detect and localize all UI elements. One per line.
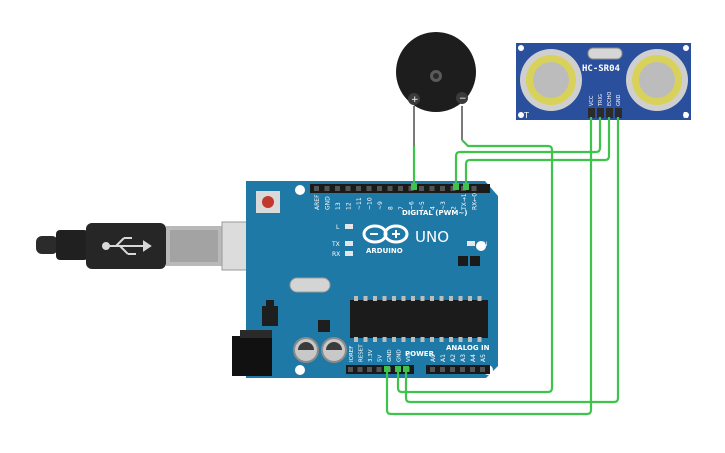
wire-vcc-to-5v	[385, 117, 593, 416]
digital-pin[interactable]	[398, 186, 403, 191]
analog-in-label: ANALOG IN	[446, 344, 490, 352]
led-on-label: ON	[478, 241, 487, 248]
capacitors	[293, 337, 347, 363]
atmega-chip	[350, 296, 488, 342]
analog-pin[interactable]	[470, 367, 475, 372]
sensor-pin-label: TRIG	[598, 94, 604, 107]
power-pin-label: 3.3V	[368, 349, 374, 362]
power-pin-label: 5V	[378, 355, 384, 362]
digital-pin-label: AREF	[314, 194, 321, 210]
analog-pin-label: A3	[460, 354, 467, 362]
wire-sensor-gnd-to-gnd	[404, 117, 620, 404]
digital-pin-label: RX←0	[472, 193, 479, 210]
wire-echo-to-pin2	[464, 117, 611, 189]
digital-pin[interactable]	[387, 186, 393, 191]
receiver-transducer	[626, 49, 688, 111]
digital-pwm-label: DIGITAL (PWM~)	[402, 209, 467, 217]
analog-pin[interactable]	[440, 367, 445, 372]
power-pin-label: IOREF	[349, 346, 355, 362]
analog-pin-label: A2	[450, 354, 457, 362]
analog-pin[interactable]	[480, 367, 485, 372]
power-pin-label: Vin	[406, 353, 412, 362]
sensor-t-label: T	[523, 111, 529, 120]
transmitter-transducer	[520, 49, 582, 111]
wire-buzzer-to-gnd	[396, 139, 554, 394]
power-pin-label: GND	[397, 349, 403, 362]
wire-ends	[384, 183, 469, 372]
digital-pin[interactable]	[335, 186, 340, 191]
digital-pin[interactable]	[356, 186, 361, 191]
power-pin[interactable]	[367, 367, 372, 372]
digital-pin-label: 7	[398, 206, 405, 210]
power-label: POWER	[405, 350, 435, 358]
icsp-header	[458, 256, 480, 266]
digital-pin-label: 4	[430, 206, 437, 210]
usb-cable	[36, 221, 279, 271]
led-l-label: L	[336, 224, 340, 231]
digital-pin-label: TX→1	[461, 193, 468, 211]
led-tx-label: TX	[331, 241, 340, 248]
power-pin-label: GND	[387, 349, 393, 362]
digital-pin-label: 2	[451, 206, 458, 210]
sensor-r-label: R	[683, 111, 689, 120]
power-pin[interactable]	[376, 367, 382, 372]
usb-icon	[102, 237, 152, 255]
digital-pin-label: ~9	[377, 201, 384, 210]
digital-pin-label: GND	[325, 196, 332, 210]
power-jack	[232, 330, 272, 376]
buzzer-plus-label: +	[411, 95, 419, 105]
digital-pin-label: ~11	[356, 197, 363, 210]
digital-pin-label: ~5	[419, 201, 426, 210]
analog-pin[interactable]	[450, 367, 455, 372]
sensor-pin-header	[588, 108, 622, 118]
wire-trig-to-pin3	[454, 117, 602, 189]
analog-pin-label: A0	[430, 354, 437, 362]
digital-pin[interactable]	[324, 186, 330, 191]
power-pin[interactable]	[348, 367, 353, 372]
power-pin-label: RESET	[359, 344, 365, 362]
sensor-pin-label: GND	[616, 94, 622, 106]
sensor-pin-label: VCC	[589, 95, 595, 106]
digital-pin-label: 8	[388, 206, 395, 210]
digital-pin[interactable]	[314, 186, 319, 191]
digital-pin[interactable]	[440, 186, 445, 191]
digital-pin[interactable]	[429, 186, 435, 191]
digital-pin[interactable]	[366, 186, 372, 191]
digital-pin[interactable]	[377, 186, 382, 191]
analog-pin[interactable]	[430, 367, 435, 372]
reset-button[interactable]	[256, 191, 280, 213]
power-pin[interactable]	[357, 367, 363, 372]
digital-pin[interactable]	[419, 186, 424, 191]
led-rx-label: RX	[332, 251, 340, 258]
crystal-oscillator	[289, 277, 331, 293]
digital-pin-label: 12	[346, 202, 353, 210]
piezo-buzzer[interactable]: + −	[396, 32, 476, 146]
analog-pin-label: A1	[440, 354, 447, 362]
status-leds	[345, 224, 475, 256]
digital-pin-label: ~10	[367, 197, 374, 210]
digital-pin-label: ~6	[409, 201, 416, 210]
analog-pin-label: A5	[480, 354, 487, 362]
analog-pin-label: A4	[470, 354, 477, 362]
arduino-logo	[362, 224, 409, 244]
wires	[385, 117, 620, 416]
digital-pin-label: 13	[335, 202, 342, 210]
sensor-model-label: HC-SR04	[582, 64, 621, 74]
sensor-pin-label: ECHO	[607, 92, 613, 106]
digital-pin[interactable]	[345, 186, 351, 191]
analog-pin[interactable]	[460, 367, 465, 372]
uno-model-text: UNO	[415, 228, 449, 246]
analog-header	[426, 365, 490, 374]
arduino-brand-text: ARDUINO	[366, 247, 403, 255]
buzzer-minus-label: −	[459, 94, 467, 104]
digital-pin-label: ~3	[440, 201, 447, 210]
digital-pin[interactable]	[471, 186, 477, 191]
arduino-uno-board[interactable]: DIGITAL (PWM~) POWER ANALOG IN ARDUINO U…	[232, 181, 498, 378]
voltage-regulator	[262, 306, 278, 326]
